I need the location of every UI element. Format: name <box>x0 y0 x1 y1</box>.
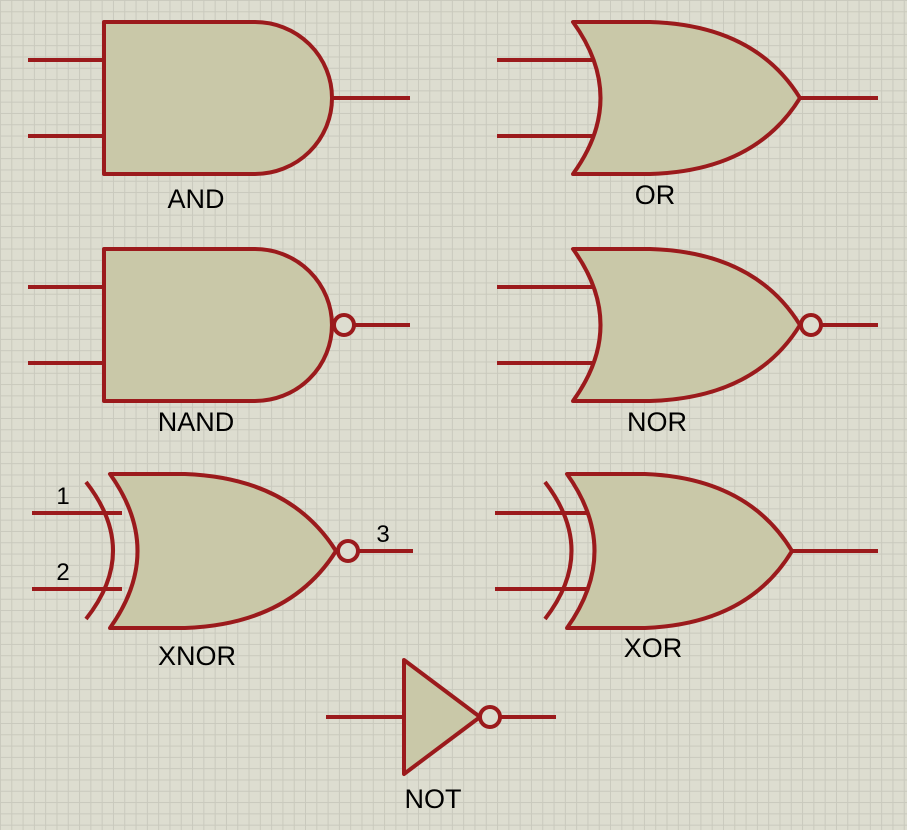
xnor-exclusive-arc <box>84 480 115 621</box>
xnor-gate[interactable]: 1 2 3 XNOR <box>32 472 413 671</box>
nor-gate-body <box>571 247 802 403</box>
xnor-gate-label: XNOR <box>158 641 236 671</box>
nor-gate[interactable]: NOR <box>497 247 878 437</box>
or-gate-body <box>571 20 802 176</box>
and-gate-label: AND <box>167 184 224 214</box>
xnor-inversion-bubble <box>336 539 360 563</box>
and-gate[interactable]: AND <box>28 20 410 214</box>
xnor-pin-1-label: 1 <box>56 483 69 510</box>
xor-gate[interactable]: XOR <box>495 472 878 663</box>
and-gate-body <box>102 20 334 176</box>
nand-inversion-bubble <box>332 313 356 337</box>
nand-gate[interactable]: NAND <box>28 247 410 437</box>
xor-gate-label: XOR <box>624 633 683 663</box>
xor-exclusive-arc <box>543 480 574 621</box>
nor-gate-label: NOR <box>627 407 687 437</box>
xnor-gate-body <box>108 472 338 630</box>
xor-gate-body <box>565 472 794 630</box>
or-gate[interactable]: OR <box>497 20 878 210</box>
not-gate-label: NOT <box>405 784 462 814</box>
not-gate-body <box>402 658 482 776</box>
or-gate-label: OR <box>635 180 676 210</box>
nand-gate-label: NAND <box>158 407 235 437</box>
not-inversion-bubble <box>478 705 502 729</box>
nand-gate-body <box>102 247 334 403</box>
not-gate[interactable]: NOT <box>326 658 556 814</box>
xnor-pin-2-label: 2 <box>56 559 69 586</box>
nor-inversion-bubble <box>799 313 823 337</box>
xnor-pin-3-label: 3 <box>376 521 389 548</box>
